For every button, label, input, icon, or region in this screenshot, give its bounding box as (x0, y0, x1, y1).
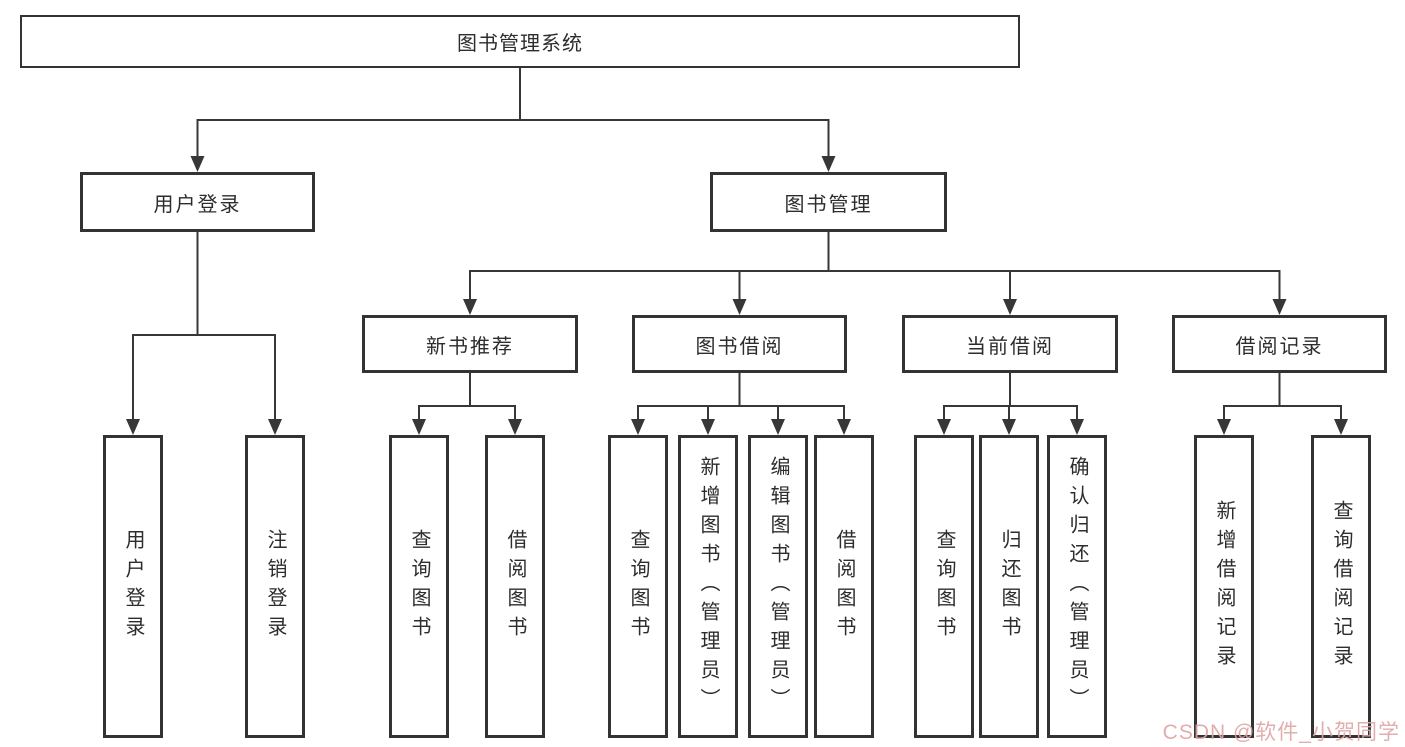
node-current-borrowing: 当前借阅 (902, 315, 1118, 373)
node-library-management-system: 图书管理系统 (20, 15, 1020, 68)
leaf-recommend-borrow-books: 借阅图书 (485, 435, 545, 738)
node-user-login: 用户登录 (80, 172, 315, 232)
connector-strokes (132, 68, 1342, 420)
leaf-borrow-borrow-books: 借阅图书 (814, 435, 874, 738)
leaf-recommend-query-books: 查询图书 (389, 435, 449, 738)
leaf-logout: 注销登录 (245, 435, 305, 738)
leaf-user-login: 用户登录 (103, 435, 163, 738)
leaf-current-confirm-return-admin: 确认归还（管理员） (1047, 435, 1107, 738)
leaf-current-query-books: 查询图书 (914, 435, 974, 738)
leaf-borrow-edit-book-admin: 编辑图书（管理员） (748, 435, 808, 738)
leaf-records-add-borrow-record: 新增借阅记录 (1194, 435, 1254, 738)
node-borrowing-records: 借阅记录 (1172, 315, 1387, 373)
node-book-management: 图书管理 (710, 172, 947, 232)
leaf-borrow-add-book-admin: 新增图书（管理员） (678, 435, 738, 738)
leaf-records-query-borrow-record: 查询借阅记录 (1311, 435, 1371, 738)
watermark: CSDN @软件_小贺同学 (1162, 721, 1400, 744)
node-new-book-recommendation: 新书推荐 (362, 315, 578, 373)
leaf-borrow-query-books: 查询图书 (608, 435, 668, 738)
leaf-current-return-books: 归还图书 (979, 435, 1039, 738)
node-book-borrowing: 图书借阅 (632, 315, 847, 373)
